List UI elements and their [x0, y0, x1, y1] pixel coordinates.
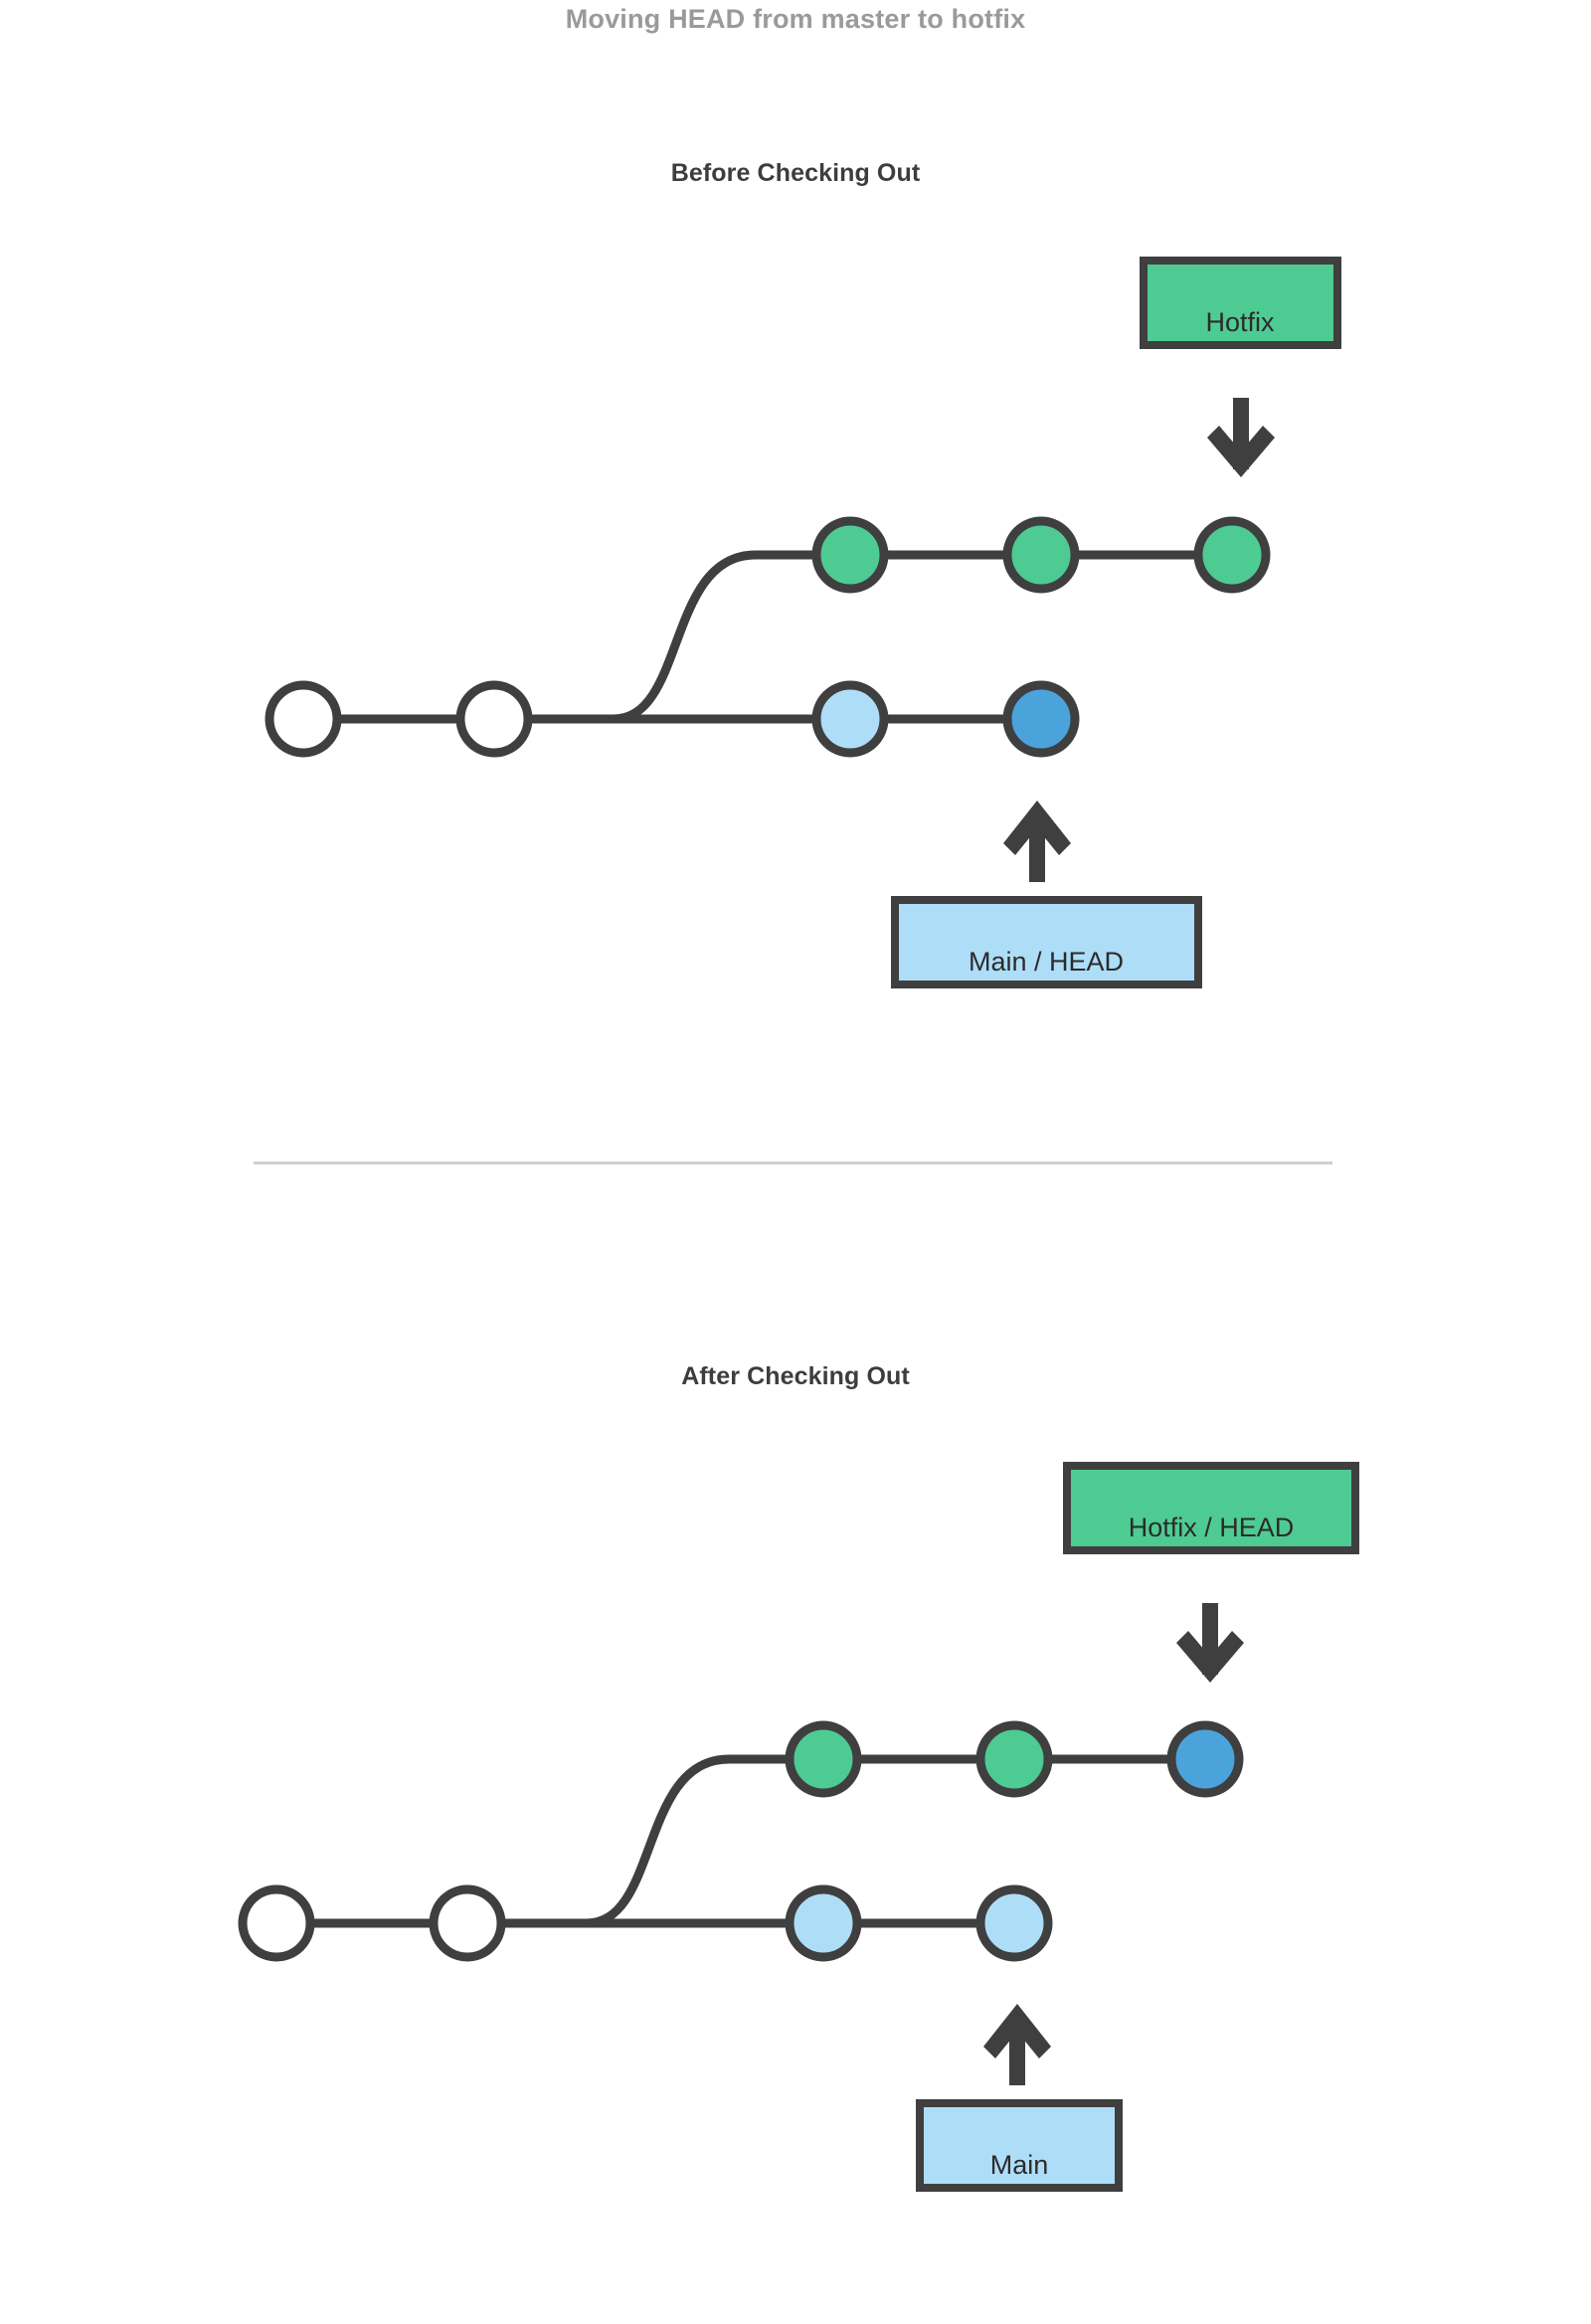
commit-node-empty-1-after[interactable]	[238, 1884, 315, 1962]
arrow-down-hotfix-before	[1207, 398, 1275, 477]
main-box-rect-after[interactable]	[916, 2099, 1123, 2192]
commit-node-empty-2-before[interactable]	[455, 680, 533, 758]
commit-node-head-before[interactable]	[1002, 680, 1080, 758]
arrow-down-hotfix-head-after	[1176, 1603, 1244, 1683]
arrow-up-main-after	[983, 2004, 1051, 2085]
commit-node-blue-light-1-after[interactable]	[785, 1884, 862, 1962]
commit-node-green-3-before[interactable]	[1193, 516, 1271, 594]
commit-node-empty-2-after[interactable]	[429, 1884, 506, 1962]
hotfix-box-rect-before[interactable]	[1140, 257, 1341, 349]
commit-node-green-2-before[interactable]	[1002, 516, 1080, 594]
hotfix-head-box-rect-after[interactable]	[1063, 1462, 1359, 1554]
commit-node-empty-1-before[interactable]	[265, 680, 342, 758]
edge-branch-curve-before	[609, 550, 855, 724]
commit-node-head-after[interactable]	[1166, 1720, 1244, 1798]
hotfix-head-box-after[interactable]: Hotfix / HEAD	[1063, 1462, 1359, 1554]
commit-node-green-1-before[interactable]	[811, 516, 889, 594]
main-box-after[interactable]: Main	[916, 2099, 1123, 2192]
main-head-box-rect-before[interactable]	[891, 896, 1202, 988]
edge-branch-curve-after	[582, 1754, 828, 1928]
commit-node-green-2-after[interactable]	[975, 1720, 1053, 1798]
commit-node-green-1-after[interactable]	[785, 1720, 862, 1798]
main-box-label-after: Main	[990, 2150, 1049, 2180]
commit-node-blue-light-2-after[interactable]	[975, 1884, 1053, 1962]
section-heading-after: After Checking Out	[681, 1362, 910, 1390]
hotfix-head-box-label-after: Hotfix / HEAD	[1129, 1513, 1295, 1542]
main-head-box-before[interactable]: Main / HEAD	[891, 896, 1202, 988]
diagram-before: Hotfix Main / HEAD	[265, 257, 1341, 988]
hotfix-box-before[interactable]: Hotfix	[1140, 257, 1341, 349]
main-head-box-label-before: Main / HEAD	[969, 947, 1124, 977]
page-title: Moving HEAD from master to hotfix	[565, 4, 1026, 34]
commit-node-blue-light-before[interactable]	[811, 680, 889, 758]
diagram-after: Hotfix / HEAD Main	[238, 1462, 1359, 2192]
section-divider	[254, 1162, 1332, 1164]
arrow-up-main-head-before	[1003, 801, 1071, 882]
section-heading-before: Before Checking Out	[670, 159, 921, 187]
hotfix-box-label-before: Hotfix	[1205, 307, 1275, 337]
